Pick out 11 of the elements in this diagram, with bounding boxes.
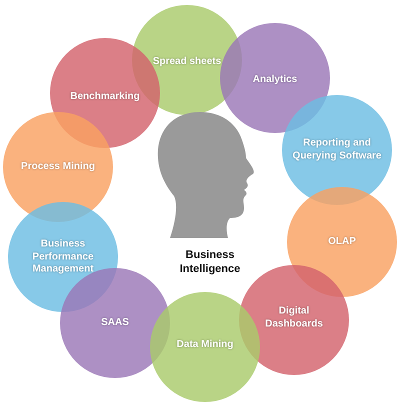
circle-label: OLAP xyxy=(327,236,357,248)
circle-label: Process Mining xyxy=(20,160,96,174)
circle-label: Benchmarking xyxy=(69,90,141,104)
circle-label: Spread sheets xyxy=(152,56,222,68)
center-title: Business Intelligence xyxy=(178,248,242,277)
circle-label: Reporting and Querying Software xyxy=(292,138,382,162)
circle-label: Business Performance Management xyxy=(31,238,95,276)
circle-label: SAAS xyxy=(100,316,130,330)
circle-label: Digital Dashboards xyxy=(264,306,324,330)
circle-label: Analytics xyxy=(252,74,298,86)
circle-label: Data Mining xyxy=(176,338,234,352)
